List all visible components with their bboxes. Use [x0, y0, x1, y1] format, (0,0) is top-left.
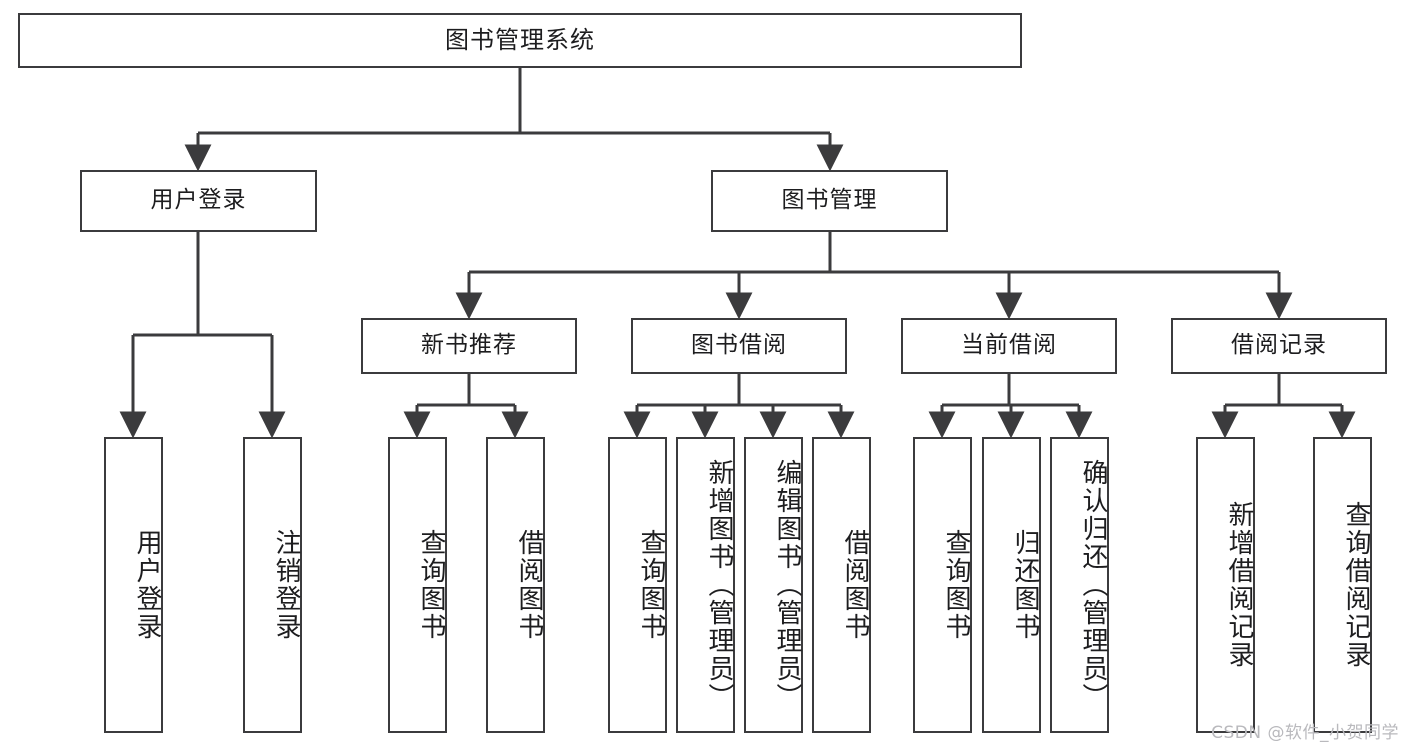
node-root-system-label: 图书管理系统 — [445, 26, 595, 55]
leaf-current-query-book-label: 查询图书 — [941, 529, 971, 641]
leaf-new-query-book-label: 查询图书 — [416, 529, 446, 641]
node-current-borrow-label: 当前借阅 — [961, 332, 1057, 359]
node-borrow-record-label: 借阅记录 — [1231, 332, 1327, 359]
node-book-management-module[interactable]: 图书管理 — [711, 170, 948, 232]
leaf-record-add-label: 新增借阅记录 — [1224, 501, 1254, 669]
node-borrow-record[interactable]: 借阅记录 — [1171, 318, 1387, 374]
leaf-borrow-query-book-label: 查询图书 — [636, 529, 666, 641]
leaf-record-add[interactable]: 新增借阅记录 — [1196, 437, 1255, 733]
node-current-borrow[interactable]: 当前借阅 — [901, 318, 1117, 374]
node-new-book-recommend[interactable]: 新书推荐 — [361, 318, 577, 374]
leaf-user-logout-label: 注销登录 — [271, 529, 301, 641]
leaf-user-login-label: 用户登录 — [132, 529, 162, 641]
leaf-current-confirm-return-admin[interactable]: 确认归还（管理员） — [1050, 437, 1109, 733]
leaf-borrow-lend-book-label: 借阅图书 — [840, 529, 870, 641]
leaf-borrow-edit-book-admin-label: 编辑图书（管理员） — [772, 459, 802, 711]
leaf-new-query-book[interactable]: 查询图书 — [388, 437, 447, 733]
leaf-current-return-book[interactable]: 归还图书 — [982, 437, 1041, 733]
leaf-current-confirm-return-admin-label: 确认归还（管理员） — [1078, 459, 1108, 711]
leaf-user-login[interactable]: 用户登录 — [104, 437, 163, 733]
node-user-login-module[interactable]: 用户登录 — [80, 170, 317, 232]
node-user-login-module-label: 用户登录 — [150, 187, 247, 214]
leaf-borrow-query-book[interactable]: 查询图书 — [608, 437, 667, 733]
node-new-book-recommend-label: 新书推荐 — [421, 332, 517, 359]
leaf-new-borrow-book[interactable]: 借阅图书 — [486, 437, 545, 733]
csdn-watermark: CSDN @软件_小贺同学 — [1211, 723, 1399, 743]
node-book-management-module-label: 图书管理 — [781, 187, 878, 214]
leaf-borrow-add-book-admin[interactable]: 新增图书（管理员） — [676, 437, 735, 733]
node-book-borrow[interactable]: 图书借阅 — [631, 318, 847, 374]
leaf-current-return-book-label: 归还图书 — [1010, 529, 1040, 641]
leaf-borrow-add-book-admin-label: 新增图书（管理员） — [704, 459, 734, 711]
leaf-record-query[interactable]: 查询借阅记录 — [1313, 437, 1372, 733]
leaf-current-query-book[interactable]: 查询图书 — [913, 437, 972, 733]
leaf-borrow-lend-book[interactable]: 借阅图书 — [812, 437, 871, 733]
leaf-borrow-edit-book-admin[interactable]: 编辑图书（管理员） — [744, 437, 803, 733]
node-root-system[interactable]: 图书管理系统 — [18, 13, 1022, 68]
leaf-new-borrow-book-label: 借阅图书 — [514, 529, 544, 641]
leaf-user-logout[interactable]: 注销登录 — [243, 437, 302, 733]
leaf-record-query-label: 查询借阅记录 — [1341, 501, 1371, 669]
node-book-borrow-label: 图书借阅 — [691, 332, 787, 359]
